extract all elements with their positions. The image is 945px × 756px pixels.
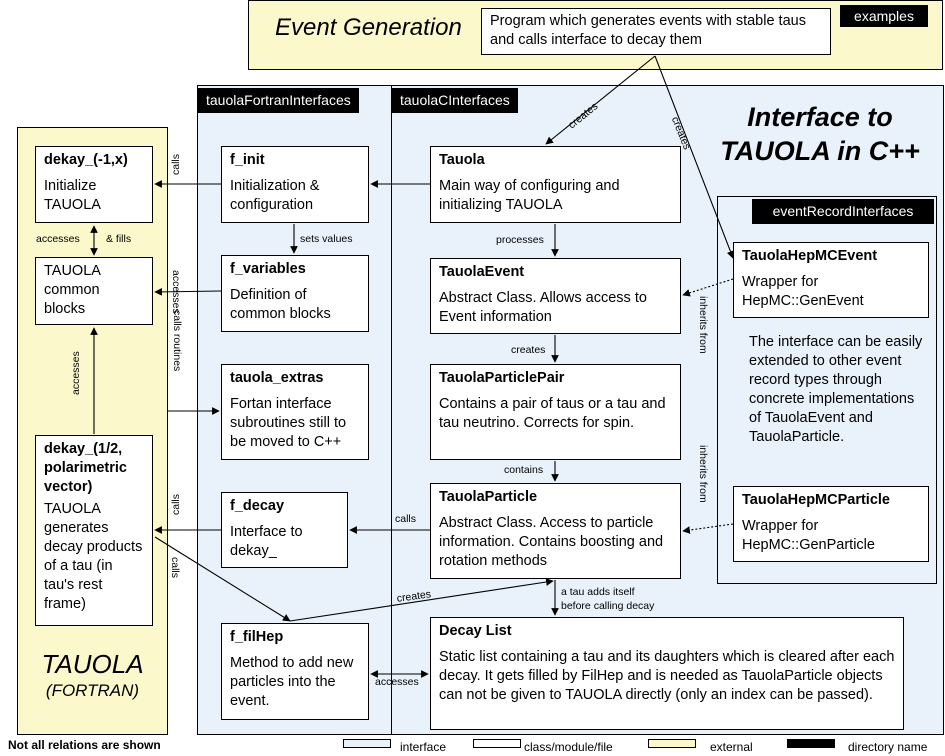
label-tau-adds-1: a tau adds itself [561,586,635,598]
decay-list-desc: Static list containing a tau and its dau… [439,649,895,703]
f-decay-desc: Interface to dekay_ [230,524,303,559]
generator-program-desc: Program which generates events with stab… [490,13,806,48]
tauola-particle-box: TauolaParticle Abstract Class. Access to… [430,483,681,579]
legend-swatch-directory [787,739,835,748]
legend-label-interface: interface [400,740,447,754]
tauola-event-box: TauolaEvent Abstract Class. Allows acces… [430,258,681,334]
hepmc-particle-desc: Wrapper for HepMC::GenParticle [742,518,875,553]
tauola-fortran-subtitle: (FORTRAN) [45,681,140,700]
f-filhep-box: f_filHep Method to add new particles int… [221,623,369,720]
f-filhep-desc: Method to add new particles into the eve… [230,655,354,709]
edge-program-tauola [545,55,656,145]
dekay-pol-title: dekay_(1/2, polarimetric vector) [44,441,127,495]
fortran-interfaces-tag: tauolaFortranInterfaces [198,88,359,113]
tauola-box: Tauola Main way of configuring and initi… [430,146,681,223]
label-calls-top: calls [170,153,182,175]
tauola-title: Tauola [439,152,485,168]
decay-list-title: Decay List [439,623,512,639]
tauola-particle-pair-box: TauolaParticlePair Contains a pair of ta… [430,364,681,460]
tauola-desc: Main way of configuring and initializing… [439,178,620,213]
dekay-init-title: dekay_(-1,x) [44,152,128,168]
decay-list-box: Decay List Static list containing a tau … [430,617,904,730]
common-blocks-box: TAUOLA common blocks [35,257,153,325]
label-accesses-left: accesses [70,351,82,395]
tauola-extras-desc: Fortan interface subroutines still to be… [230,396,347,450]
examples-tag: examples [840,5,928,27]
f-filhep-title: f_filHep [230,629,284,645]
edge-fvariables-common [154,288,222,296]
legend-label-external: external [710,740,753,754]
tauola-extras-box: tauola_extras Fortan interface subroutin… [221,364,369,460]
f-variables-title: f_variables [230,261,306,277]
f-variables-box: f_variables Definition of common blocks [221,255,369,332]
event-generation-title: Event Generation [275,14,462,41]
edge-filhep-particle [289,578,554,622]
edge-program-hepmc [654,55,735,259]
label-calls-low: calls [169,557,181,579]
f-decay-box: f_decay Interface to dekay_ [221,492,348,568]
dekay-pol-desc: TAUOLA generates decay products of a tau… [44,501,143,612]
label-fills: & fills [106,233,132,245]
event-record-note: The interface can be easily extended to … [749,334,923,445]
legend-swatch-external [648,739,696,748]
label-accesses-common: accesses [36,233,80,245]
tauola-particle-desc: Abstract Class. Access to particle infor… [439,515,664,569]
c-interfaces-tag: tauolaCInterfaces [392,88,518,113]
tauola-extras-title: tauola_extras [230,370,324,386]
label-processes: processes [496,234,544,246]
edge-hepmc-particle-inherits [682,523,734,534]
event-record-tag: eventRecordInterfaces [752,199,934,224]
label-calls-mid: calls [170,493,182,515]
f-init-title: f_init [230,152,265,168]
legend-swatch-class [473,739,521,748]
edge-dekaypol-filhep [154,536,291,622]
label-accesses-decay: accesses [375,676,419,688]
label-accesses-fortran: accesses [170,270,182,314]
hepmc-event-title: TauolaHepMCEvent [742,248,878,264]
label-calls-routines: calls routines [171,310,183,372]
dekay-init-box: dekay_(-1,x) Initialize TAUOLA [35,146,153,223]
interface-title-line2: TAUOLA in C++ [720,136,920,166]
legend-label-class: class/module/file [524,740,613,754]
f-decay-title: f_decay [230,498,285,514]
label-inherits-particle: inherits from [697,445,709,503]
label-calls-decay: calls [395,513,417,525]
dekay-pol-box: dekay_(1/2, polarimetric vector) TAUOLA … [35,435,153,626]
f-init-box: f_init Initialization & configuration [221,146,369,223]
tauola-event-title: TauolaEvent [439,264,525,280]
dekay-init-desc: Initialize TAUOLA [44,178,101,213]
label-contains: contains [504,464,544,476]
tauola-particle-title: TauolaParticle [439,489,538,505]
label-sets-values: sets values [300,233,353,245]
legend: interface class/module/file external dir… [343,739,943,755]
f-variables-desc: Definition of common blocks [230,287,331,322]
tauola-particle-pair-desc: Contains a pair of taus or a tau and tau… [439,396,666,431]
legend-swatch-interface [343,739,391,748]
edge-hepmc-event-inherits [682,278,734,297]
common-blocks-desc: TAUOLA common blocks [44,263,101,317]
f-init-desc: Initialization & configuration [230,178,320,213]
interface-title-line1: Interface to [747,102,893,132]
tauola-particle-pair-title: TauolaParticlePair [439,370,565,386]
hepmc-event-desc: Wrapper for HepMC::GenEvent [742,274,864,309]
interface-title: Interface to TAUOLA in C++ [700,100,940,168]
legend-label-directory: directory name [848,740,928,754]
hepmc-event-box: TauolaHepMCEvent Wrapper for HepMC::GenE… [733,242,929,318]
hepmc-particle-box: TauolaHepMCParticle Wrapper for HepMC::G… [733,486,929,562]
hepmc-particle-title: TauolaHepMCParticle [742,492,890,508]
tauola-fortran-title: TAUOLA [41,649,144,679]
label-inherits-event: inherits from [697,296,709,354]
tauola-event-desc: Abstract Class. Allows access to Event i… [439,290,647,325]
generator-program-box: Program which generates events with stab… [481,8,831,55]
label-creates-pair: creates [511,344,546,356]
footer-note: Not all relations are shown [8,738,161,752]
label-tau-adds-2: before calling decay [561,600,655,612]
